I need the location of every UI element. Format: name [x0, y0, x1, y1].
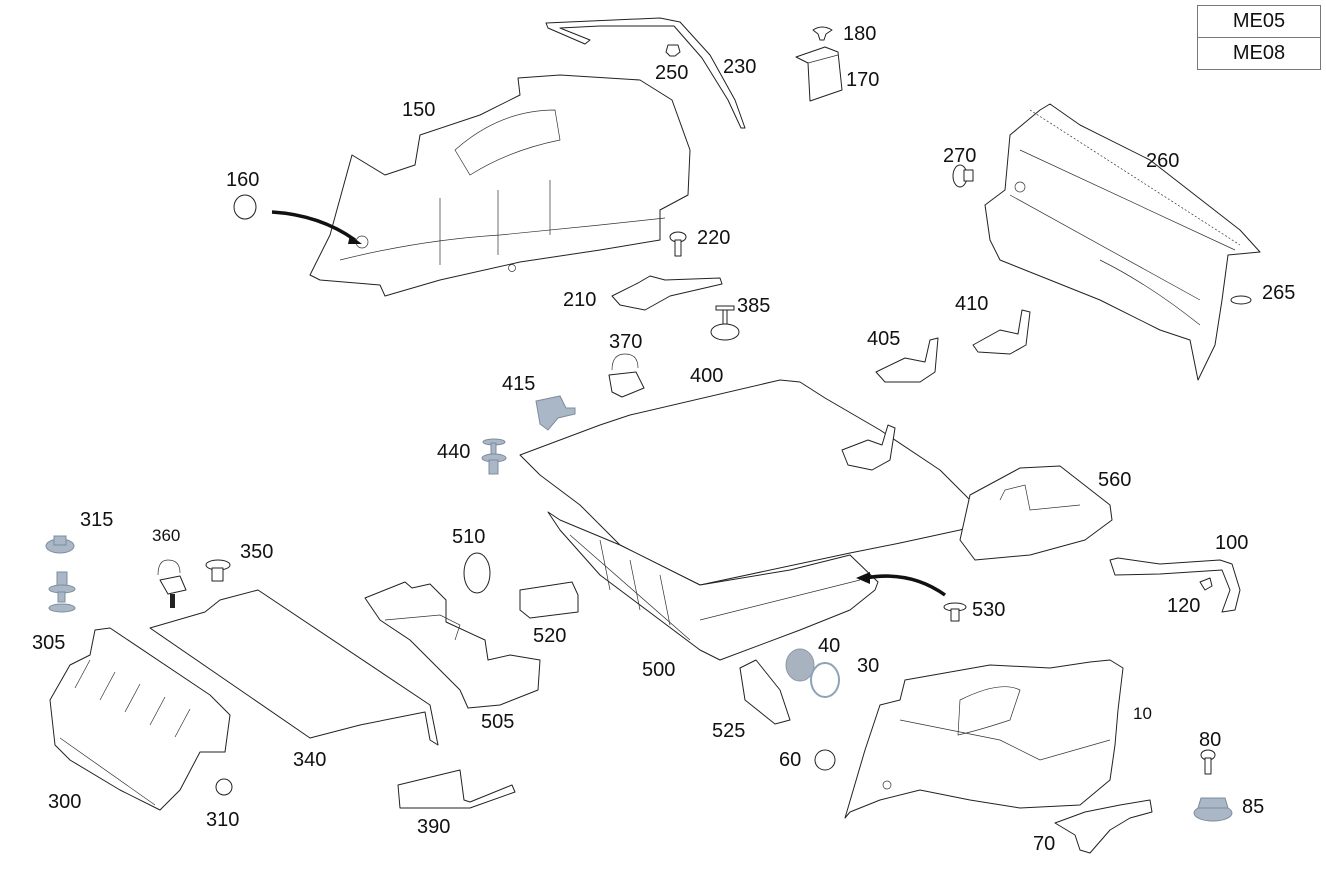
label-220[interactable]: 220	[697, 227, 731, 249]
label-160[interactable]: 160	[226, 169, 260, 191]
part-340-panel[interactable]	[149, 589, 439, 746]
label-100[interactable]: 100	[1215, 532, 1249, 554]
variant-code-table: ME05 ME08	[1197, 5, 1321, 70]
label-305[interactable]: 305	[32, 632, 66, 654]
label-265[interactable]: 265	[1262, 282, 1296, 304]
part-530-clip[interactable]	[943, 602, 967, 622]
label-415[interactable]: 415	[502, 373, 536, 395]
label-300[interactable]: 300	[48, 791, 82, 813]
label-150[interactable]: 150	[402, 99, 436, 121]
arrow-head-icon	[348, 235, 362, 244]
part-265-clip[interactable]	[1230, 295, 1252, 305]
part-40-disc[interactable]	[785, 648, 815, 682]
label-315[interactable]: 315	[80, 509, 114, 531]
curved-arrow-icon	[271, 210, 357, 242]
label-360[interactable]: 360	[152, 526, 181, 545]
label-70[interactable]: 70	[1033, 833, 1056, 855]
part-150-side-trim[interactable]	[309, 74, 691, 297]
label-60[interactable]: 60	[779, 749, 802, 771]
label-385[interactable]: 385	[737, 295, 771, 317]
part-220-screw[interactable]	[669, 231, 687, 257]
label-510[interactable]: 510	[452, 526, 486, 548]
label-120[interactable]: 120	[1167, 595, 1201, 617]
label-170[interactable]: 170	[846, 69, 880, 91]
part-270-clip[interactable]	[952, 164, 974, 188]
label-340[interactable]: 340	[293, 749, 327, 771]
label-560[interactable]: 560	[1098, 469, 1132, 491]
label-440[interactable]: 440	[437, 441, 471, 463]
label-350[interactable]: 350	[240, 541, 274, 563]
label-410[interactable]: 410	[955, 293, 989, 315]
variant-code-me08: ME08	[1232, 42, 1286, 64]
arrow-head-icon	[856, 572, 870, 584]
variant-code-me05: ME05	[1198, 6, 1320, 38]
label-270[interactable]: 270	[943, 145, 977, 167]
part-230-trim-strip[interactable]	[545, 17, 746, 129]
part-300-cover[interactable]	[49, 627, 231, 811]
label-80[interactable]: 80	[1199, 729, 1222, 751]
part-100-strip[interactable]	[1109, 557, 1241, 613]
part-250-clip[interactable]	[665, 44, 681, 57]
part-500-tray[interactable]	[547, 511, 879, 661]
label-210[interactable]: 210	[563, 289, 597, 311]
label-180[interactable]: 180	[843, 23, 877, 45]
part-60-clip[interactable]	[814, 749, 836, 771]
part-315-nut[interactable]	[45, 535, 75, 554]
part-525-cover[interactable]	[739, 659, 791, 725]
part-30-ring[interactable]	[810, 662, 840, 698]
label-505[interactable]: 505	[481, 711, 515, 733]
part-260-rear-panel[interactable]	[984, 103, 1261, 381]
part-10-side-trim[interactable]	[844, 659, 1124, 819]
part-560-well[interactable]	[959, 465, 1113, 561]
label-250[interactable]: 250	[655, 62, 689, 84]
part-350-clip[interactable]	[205, 559, 231, 582]
part-180-clip[interactable]	[812, 26, 833, 41]
part-360-tiedown[interactable]	[157, 559, 187, 608]
label-400[interactable]: 400	[690, 365, 724, 387]
label-500[interactable]: 500	[642, 659, 676, 681]
label-230[interactable]: 230	[723, 56, 757, 78]
part-520-box[interactable]	[519, 581, 579, 619]
part-440-fastener[interactable]	[481, 438, 507, 475]
label-30[interactable]: 30	[857, 655, 880, 677]
part-510-clamp[interactable]	[463, 552, 491, 594]
label-530[interactable]: 530	[972, 599, 1006, 621]
part-305-clip[interactable]	[48, 571, 76, 613]
part-400-load-floor[interactable]	[519, 379, 991, 586]
label-85[interactable]: 85	[1242, 796, 1265, 818]
part-80-screw[interactable]	[1200, 749, 1216, 775]
part-385-hook[interactable]	[710, 305, 740, 341]
part-120-clip[interactable]	[1199, 577, 1213, 591]
part-370-tiedown[interactable]	[608, 353, 645, 398]
part-70-bracket[interactable]	[1054, 799, 1153, 854]
label-260[interactable]: 260	[1146, 150, 1180, 172]
curved-arrow-icon	[864, 574, 947, 597]
label-525[interactable]: 525	[712, 720, 746, 742]
part-405-latch[interactable]	[875, 337, 939, 383]
label-40[interactable]: 40	[818, 635, 841, 657]
part-390-bracket[interactable]	[397, 769, 516, 809]
label-310[interactable]: 310	[206, 809, 240, 831]
part-160-cap[interactable]	[233, 194, 257, 220]
part-310-clip[interactable]	[215, 778, 233, 796]
label-390[interactable]: 390	[417, 816, 451, 838]
part-505-carrier[interactable]	[364, 581, 541, 709]
label-370[interactable]: 370	[609, 331, 643, 353]
label-405[interactable]: 405	[867, 328, 901, 350]
part-170-plate[interactable]	[795, 46, 843, 102]
label-10[interactable]: 10	[1133, 704, 1152, 723]
label-520[interactable]: 520	[533, 625, 567, 647]
part-410-latch[interactable]	[972, 309, 1031, 355]
part-210-bracket[interactable]	[611, 275, 723, 311]
part-415-block[interactable]	[535, 395, 576, 431]
part-85-nut[interactable]	[1193, 797, 1233, 822]
